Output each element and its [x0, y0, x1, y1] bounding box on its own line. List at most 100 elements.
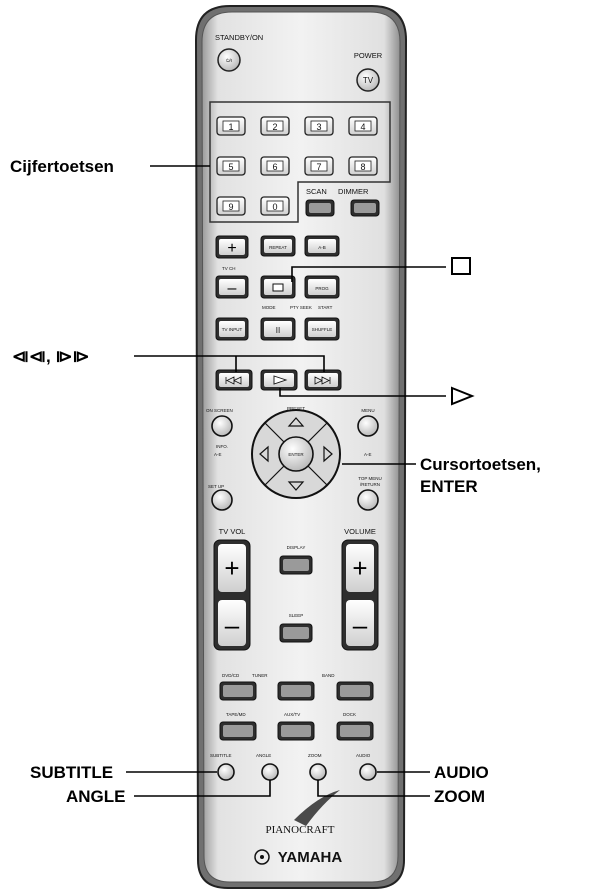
leader-skip-forward: [134, 355, 325, 372]
top-menu-label: TOP MENU: [358, 476, 382, 481]
ae-left-label: A-E: [214, 452, 222, 457]
label-enter: ENTER: [420, 477, 478, 496]
label-zoom: ZOOM: [434, 787, 485, 806]
sleep-label: SLEEP: [289, 613, 304, 618]
volume-down-button[interactable]: [346, 600, 374, 646]
tv-vol-down-button[interactable]: [218, 600, 246, 646]
band-face: [340, 685, 370, 697]
svg-text:3: 3: [316, 122, 321, 132]
digit-buttons: 1 2 3 4 5 6 7 8 9 0: [216, 116, 378, 216]
svg-text:7: 7: [316, 162, 321, 172]
leader-angle: [134, 780, 271, 797]
scan-label: SCAN: [306, 187, 327, 196]
angle-button[interactable]: [261, 763, 279, 781]
repeat-label: REPEAT: [269, 245, 287, 250]
volume-label: VOLUME: [344, 527, 376, 536]
stop-symbol-icon: [451, 257, 471, 275]
tv-vol-label: TV VOL: [219, 527, 246, 536]
yamaha-emblem-icon: [254, 849, 270, 865]
shuffle-face: [308, 321, 336, 337]
digit-button-5[interactable]: 5: [216, 156, 246, 176]
dvd-cd-face: [223, 685, 253, 697]
cursor-up-button[interactable]: [287, 417, 305, 427]
volume-up-button[interactable]: [346, 544, 374, 592]
tv-vol-minus-glyph: –: [225, 610, 240, 640]
pianocraft-logo: PIANOCRAFT: [265, 824, 334, 836]
cursor-left-button[interactable]: [259, 445, 269, 463]
sleep-face: [283, 627, 309, 639]
play-symbol-icon: [451, 386, 475, 406]
subtitle-button[interactable]: [217, 763, 235, 781]
digit-button-6[interactable]: 6: [260, 156, 290, 176]
dock-label: DOCK: [343, 712, 356, 717]
enter-button[interactable]: [278, 436, 314, 472]
tv-ch-label: TV CH: [222, 266, 236, 271]
audio-button-label: AUDIO: [356, 753, 371, 758]
digit-button-7[interactable]: 7: [304, 156, 334, 176]
display-face: [283, 559, 309, 571]
minus-glyph: –: [228, 280, 237, 297]
tv-vol-plus-glyph: +: [224, 553, 239, 583]
tuner-label: TUNER: [252, 673, 268, 678]
tv-input-face: [219, 321, 245, 337]
svg-text:2: 2: [272, 122, 277, 132]
set-up-button[interactable]: [211, 489, 233, 511]
pause-face: [264, 321, 292, 337]
digit-button-0[interactable]: 0: [260, 196, 290, 216]
label-subtitle: SUBTITLE: [30, 763, 113, 782]
play-icon: [273, 375, 288, 385]
mode-label: MODE: [262, 305, 276, 310]
tv-ch-plus-face: [219, 239, 245, 255]
tuner-face: [281, 685, 311, 697]
top-menu-return-button[interactable]: [357, 489, 379, 511]
zoom-button[interactable]: [309, 763, 327, 781]
dock-face: [340, 725, 370, 737]
digit-button-2[interactable]: 2: [260, 116, 290, 136]
start-label: START: [318, 305, 333, 310]
preset-label: PRESET: [287, 406, 305, 411]
standby-button[interactable]: [217, 48, 241, 72]
band-label: BAND: [322, 673, 335, 678]
digit-button-4[interactable]: 4: [348, 116, 378, 136]
dimmer-button-face: [354, 203, 376, 213]
tv-input-label: TV INPUT: [222, 327, 243, 332]
info-label: INFO.: [216, 444, 228, 449]
svg-text:5: 5: [228, 162, 233, 172]
pianocraft-swoosh-icon: [294, 790, 340, 826]
yamaha-logo: YAMAHA: [278, 849, 343, 866]
digit-button-1[interactable]: 1: [216, 116, 246, 136]
on-screen-button[interactable]: [211, 415, 233, 437]
label-cijfertoetsen: Cijfertoetsen: [10, 157, 114, 176]
skip-forward-icon: [314, 376, 331, 385]
audio-button[interactable]: [359, 763, 377, 781]
skip-back-icon: [225, 376, 242, 385]
volume-minus-glyph: –: [353, 610, 368, 640]
power-tv-label: TV: [363, 76, 374, 85]
pty-seek-label: PTY SEEK: [290, 305, 312, 310]
prog-face: [308, 279, 336, 295]
digit-button-8[interactable]: 8: [348, 156, 378, 176]
aux-tv-label: AUX/TV: [284, 712, 300, 717]
tape-md-face: [223, 725, 253, 737]
volume-plus-glyph: +: [352, 553, 367, 583]
standby-glyph: ⏻/I: [226, 58, 232, 63]
pause-icon: II: [276, 326, 280, 335]
label-skip: ⧏⧏, ⧐⧐: [12, 347, 89, 366]
menu-button[interactable]: [357, 415, 379, 437]
power-tv-button[interactable]: [356, 68, 380, 92]
tv-ch-minus-face: [219, 279, 245, 295]
stop-icon: [272, 283, 284, 292]
digit-button-3[interactable]: 3: [304, 116, 334, 136]
svg-text:8: 8: [360, 162, 365, 172]
ae-right-label: A-E: [364, 452, 372, 457]
power-label: POWER: [354, 51, 383, 60]
set-up-label: SET UP: [208, 484, 224, 489]
shuffle-label: SHUFFLE: [312, 327, 333, 332]
cursor-right-button[interactable]: [323, 445, 333, 463]
digit-button-9[interactable]: 9: [216, 196, 246, 216]
tv-vol-up-button[interactable]: [218, 544, 246, 592]
cursor-down-button[interactable]: [287, 481, 305, 491]
skip-forward-face: [308, 373, 338, 387]
prog-label: PROG: [315, 286, 329, 291]
